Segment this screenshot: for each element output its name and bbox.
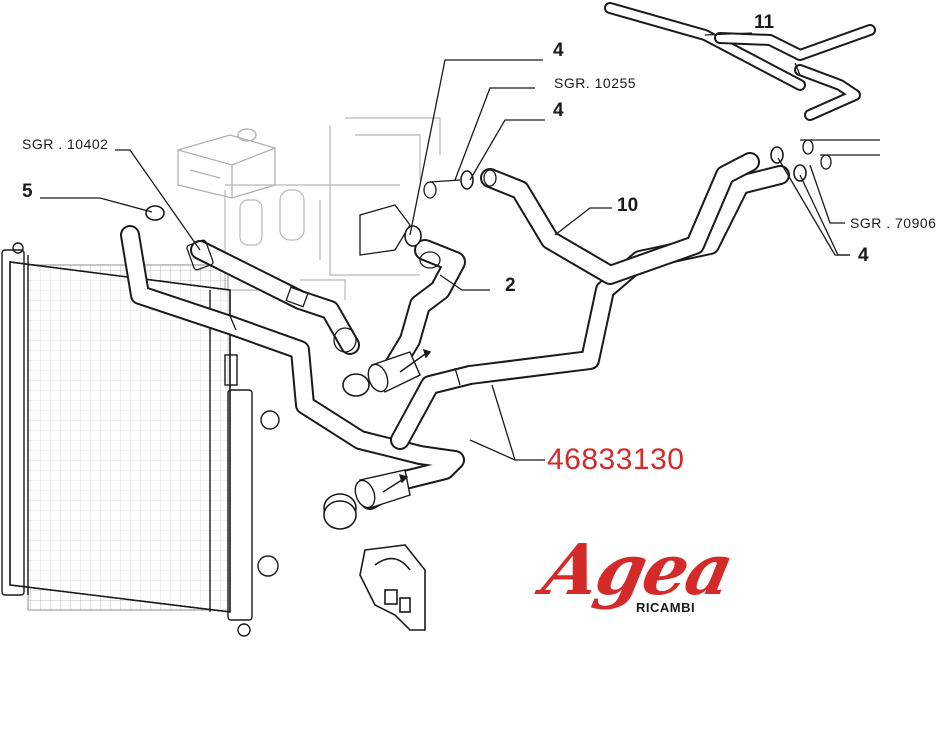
callout-4-right: 4 — [858, 245, 869, 266]
ref-sgr-10255: SGR. 10255 — [554, 75, 637, 91]
ref-sgr-10402: SGR . 10402 — [22, 136, 109, 152]
callout-10: 10 — [617, 195, 639, 216]
part-number: 46833130 — [547, 443, 685, 476]
agea-logo: Agea — [536, 528, 739, 611]
hose-clamps — [145, 146, 807, 530]
callout-2: 2 — [505, 275, 516, 296]
mounting-bracket — [359, 544, 426, 631]
hoses — [120, 2, 876, 510]
callout-11: 11 — [754, 12, 775, 33]
callout-4-top: 4 — [553, 40, 564, 61]
leader-lines — [40, 32, 850, 461]
callout-5: 5 — [22, 181, 33, 202]
pipe-details — [186, 62, 880, 386]
agea-logo-subtitle: RICAMBI — [636, 600, 696, 615]
ref-sgr-70906: SGR . 70906 — [850, 215, 937, 231]
expansion-tank — [177, 128, 276, 199]
callout-4-mid: 4 — [553, 100, 564, 121]
hose-outlets — [354, 348, 432, 509]
engine-block-outline — [224, 117, 441, 300]
